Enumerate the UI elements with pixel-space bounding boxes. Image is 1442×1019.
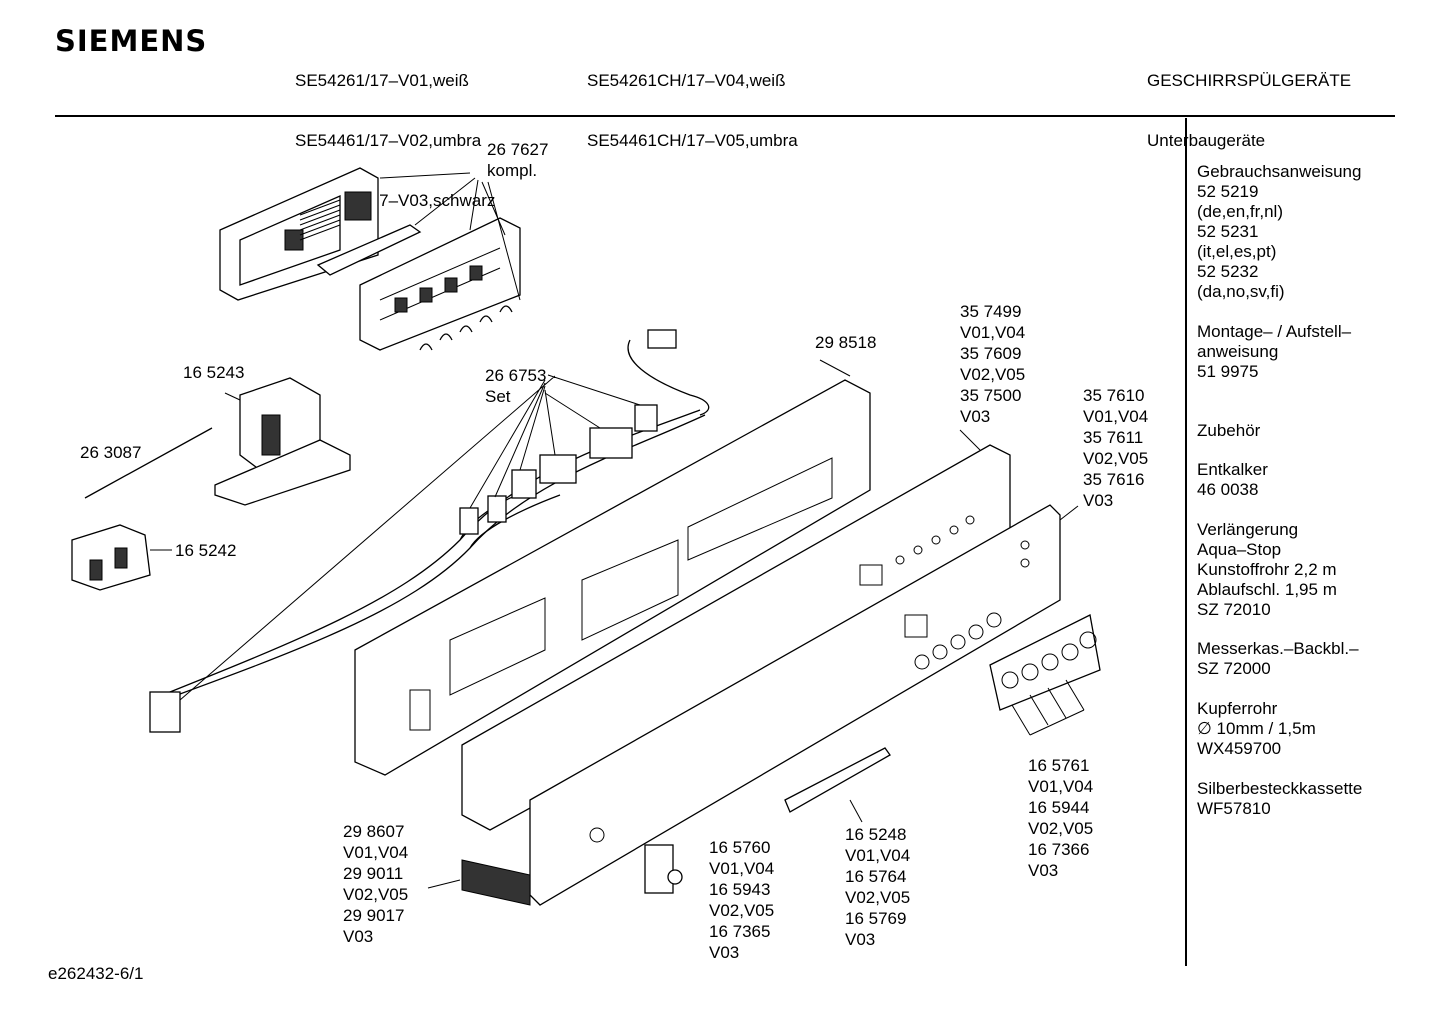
sidebar-copper: Kupferrohr ∅ 10mm / 1,5m WX459700 bbox=[1197, 699, 1316, 758]
label-165242: 16 5242 bbox=[175, 541, 237, 560]
rod-drawing bbox=[84, 427, 213, 499]
model-line: SE54261CH/17–V04,weiß bbox=[587, 71, 786, 90]
label-165243: 16 5243 bbox=[183, 363, 245, 382]
label-165761: 16 5761 V01,V04 16 5944 V02,V05 16 7366 … bbox=[1028, 756, 1094, 880]
label-266753: 26 6753 Set bbox=[485, 366, 547, 406]
drawing-code: e262432-6/1 bbox=[48, 964, 144, 983]
inner-frame-drawing bbox=[354, 359, 871, 776]
model-line: SE54261/17–V01,weiß bbox=[295, 71, 469, 90]
label-267627: 26 7627 kompl. bbox=[487, 140, 549, 180]
sidebar-extension: Verlängerung Aqua–Stop Kunstoffrohr 2,2 … bbox=[1197, 520, 1337, 619]
category-line: Unterbaugeräte bbox=[1147, 131, 1266, 150]
bracket-drawing bbox=[214, 377, 351, 506]
sidebar-install: Montage– / Aufstell– anweisung 51 9975 bbox=[1197, 322, 1352, 381]
label-298607: 29 8607 V01,V04 29 9011 V02,V05 29 9017 … bbox=[343, 822, 409, 946]
sidebar-manual: Gebrauchsanweisung 52 5219 (de,en,fr,nl)… bbox=[1197, 162, 1362, 301]
model-line: SE54461CH/17–V05,umbra bbox=[587, 131, 798, 150]
cable-harness-drawing bbox=[149, 329, 710, 733]
model-line: SE54461/17–V02,umbra bbox=[295, 131, 482, 150]
trim-strip-drawing bbox=[427, 859, 531, 906]
label-165248: 16 5248 V01,V04 16 5764 V02,V05 16 5769 … bbox=[845, 825, 911, 949]
model-list-1: SE54261/17–V01,weiß SE54461/17–V02,umbra… bbox=[295, 31, 495, 231]
sidebar-knife: Messerkas.–Backbl.– SZ 72000 bbox=[1197, 639, 1359, 678]
sidebar-descaler: Entkalker 46 0038 bbox=[1197, 460, 1268, 499]
knob-drawing bbox=[644, 844, 683, 894]
category-line: GESCHIRRSPÜLGERÄTE bbox=[1147, 71, 1352, 90]
exploded-parts-drawing bbox=[71, 167, 1101, 906]
switch-drawing bbox=[71, 524, 172, 591]
sidebar-divider bbox=[1185, 118, 1187, 966]
sidebar-accessories: Zubehör bbox=[1197, 421, 1261, 440]
brand-logo: SIEMENS bbox=[55, 24, 208, 58]
label-357499: 35 7499 V01,V04 35 7609 V02,V05 35 7500 … bbox=[960, 302, 1026, 426]
label-263087: 26 3087 bbox=[80, 443, 142, 462]
model-list-2: SE54261CH/17–V04,weiß SE54461CH/17–V05,u… bbox=[587, 31, 798, 171]
sidebar-silver: Silberbesteckkassette WF57810 bbox=[1197, 779, 1363, 818]
label-165760: 16 5760 V01,V04 16 5943 V02,V05 16 7365 … bbox=[709, 838, 775, 962]
cover-strip-drawing bbox=[784, 747, 891, 823]
category: GESCHIRRSPÜLGERÄTE Unterbaugeräte bbox=[1147, 31, 1351, 171]
label-298518: 29 8518 bbox=[815, 333, 877, 352]
label-357610: 35 7610 V01,V04 35 7611 V02,V05 35 7616 … bbox=[1083, 386, 1149, 510]
button-set-drawing bbox=[989, 614, 1101, 736]
control-module-drawing bbox=[219, 167, 521, 351]
header-divider bbox=[55, 115, 1395, 117]
